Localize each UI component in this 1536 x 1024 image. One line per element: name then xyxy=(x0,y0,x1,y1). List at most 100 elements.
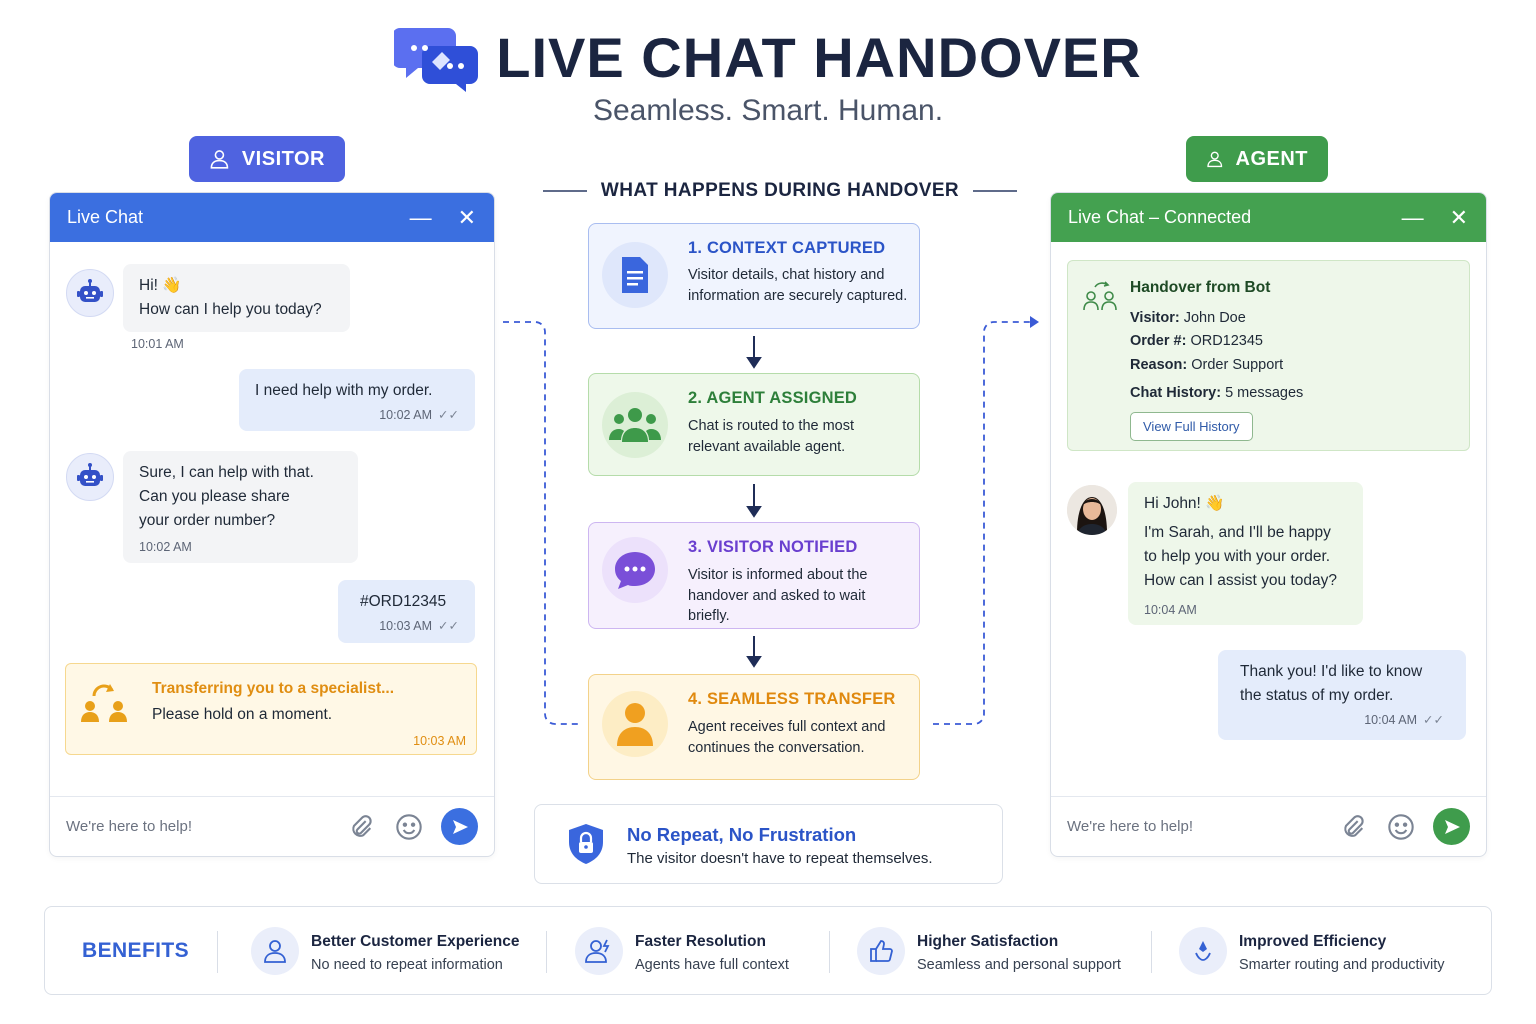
step-icon-container xyxy=(602,691,668,757)
benefit-title: Higher Satisfaction xyxy=(917,933,1059,950)
agent-chat-header: Live Chat – Connected — ✕ xyxy=(1051,193,1486,242)
paperclip-icon[interactable] xyxy=(347,813,375,841)
step-description: Visitor details, chat history and inform… xyxy=(688,267,908,304)
efficiency-icon xyxy=(1195,941,1211,961)
chat-bubble-icon xyxy=(615,552,655,589)
agent-chat-title: Live Chat – Connected xyxy=(1068,207,1252,227)
visitor-message-input[interactable]: We're here to help! xyxy=(66,818,192,835)
transfer-text: Please hold on a moment. xyxy=(152,706,333,723)
agent-input-bar: We're here to help! xyxy=(1051,796,1486,856)
visitor-role-badge: VISITOR xyxy=(189,136,345,182)
agent-avatar xyxy=(1067,485,1117,535)
close-icon[interactable]: ✕ xyxy=(1449,204,1468,230)
user-icon xyxy=(210,150,229,169)
message-time: 10:02 AM xyxy=(379,408,433,422)
user-icon xyxy=(1207,151,1223,168)
agent-message: Hi John! 👋 I'm Sarah, and I'll be happy … xyxy=(1128,482,1363,625)
flow-title-text: WHAT HAPPENS DURING HANDOVER xyxy=(600,180,960,201)
no-repeat-callout: No Repeat, No Frustration The visitor do… xyxy=(534,804,1003,884)
message-line: Hi! 👋 xyxy=(139,277,182,294)
message-line: Sure, I can help with that. xyxy=(139,464,314,481)
user-message: I need help with my order. 10:02 AM✓✓ xyxy=(239,369,475,431)
visitor-chat-window: Live Chat — ✕ Hi! 👋 How can I help you t… xyxy=(49,192,495,857)
message-time: 10:03 AM xyxy=(379,619,433,633)
visitor-chat-header: Live Chat — ✕ xyxy=(50,193,494,242)
team-icon xyxy=(609,408,661,442)
send-icon xyxy=(1444,819,1460,834)
double-check-icon: ✓✓ xyxy=(438,408,459,422)
robot-icon xyxy=(77,279,103,302)
page-subtitle: Seamless. Smart. Human. xyxy=(592,94,944,127)
handover-history: Chat History: 5 messages xyxy=(1130,385,1304,401)
minimize-icon[interactable]: — xyxy=(1401,204,1424,230)
message-time: 10:01 AM xyxy=(131,337,184,351)
handover-title: Handover from Bot xyxy=(1130,279,1271,296)
step-seamless-transfer: 4. SEAMLESS TRANSFER Agent receives full… xyxy=(588,674,920,780)
message-line: How can I help you today? xyxy=(139,301,322,318)
thumbs-up-icon xyxy=(870,940,893,962)
double-check-icon: ✓✓ xyxy=(1423,713,1444,727)
bot-avatar xyxy=(66,453,114,501)
step-title: 2. AGENT ASSIGNED xyxy=(688,389,858,407)
step-title: 3. VISITOR NOTIFIED xyxy=(688,538,858,556)
agent-role-label: AGENT xyxy=(1235,147,1308,170)
person-icon xyxy=(617,703,653,746)
send-icon xyxy=(452,819,468,834)
message-line: the status of my order. xyxy=(1240,687,1394,704)
step-icon-container xyxy=(602,392,668,458)
benefit-icon-container xyxy=(575,927,623,975)
message-time: 10:04 AM xyxy=(1144,603,1197,617)
step-icon-container xyxy=(602,242,668,308)
agent-message-input[interactable]: We're here to help! xyxy=(1067,818,1193,835)
bot-message: Sure, I can help with that. Can you plea… xyxy=(123,451,358,563)
paperclip-icon[interactable] xyxy=(1339,813,1367,841)
visitor-input-bar: We're here to help! xyxy=(50,796,494,856)
dashed-connector-right xyxy=(933,321,1030,725)
message-line: How can I assist you today? xyxy=(1144,572,1337,589)
emoji-icon[interactable] xyxy=(1387,813,1415,841)
visitor-role-label: VISITOR xyxy=(241,147,325,170)
benefit-description: Agents have full context xyxy=(635,957,789,973)
benefit-title: Improved Efficiency xyxy=(1239,933,1387,950)
message-line: your order number? xyxy=(139,512,276,529)
transfer-time: 10:03 AM xyxy=(413,734,466,748)
transfer-title: Transferring you to a specialist... xyxy=(152,680,395,697)
handover-visitor: Visitor: John Doe xyxy=(1130,310,1246,326)
message-line: Hi John! 👋 xyxy=(1144,495,1225,512)
step-visitor-notified: 3. VISITOR NOTIFIED Visitor is informed … xyxy=(588,522,920,629)
benefit-description: Seamless and personal support xyxy=(917,957,1121,973)
user-icon xyxy=(264,940,286,963)
user-message: Thank you! I'd like to know the status o… xyxy=(1218,650,1466,740)
close-icon[interactable]: ✕ xyxy=(457,204,476,230)
step-description: Visitor is informed about the handover a… xyxy=(688,567,868,624)
message-line: Can you please share xyxy=(139,488,290,505)
document-icon xyxy=(622,257,648,293)
user-lightning-icon xyxy=(585,939,610,963)
benefit-title: Better Customer Experience xyxy=(311,933,520,950)
handover-summary-card: Handover from Bot Visitor: John Doe Orde… xyxy=(1067,260,1470,451)
message-line: to help you with your order. xyxy=(1144,548,1331,565)
benefit-icon-container xyxy=(251,927,299,975)
no-repeat-description: The visitor doesn't have to repeat thems… xyxy=(627,850,933,867)
page-title: LIVE CHAT HANDOVER xyxy=(496,25,1142,89)
visitor-chat-title: Live Chat xyxy=(67,207,144,227)
benefit-icon-container xyxy=(1179,927,1227,975)
flow-title: WHAT HAPPENS DURING HANDOVER xyxy=(540,180,1020,202)
view-full-history-button[interactable]: View Full History xyxy=(1130,412,1253,441)
agent-chat-window: Live Chat – Connected — ✕ Handover from … xyxy=(1050,192,1487,857)
minimize-icon[interactable]: — xyxy=(409,204,432,230)
handover-order: Order #: ORD12345 xyxy=(1130,333,1263,349)
benefit-description: Smarter routing and productivity xyxy=(1239,957,1445,973)
handover-people-icon xyxy=(1083,281,1117,311)
message-line: Thank you! I'd like to know xyxy=(1240,663,1423,680)
send-button[interactable] xyxy=(441,808,478,845)
send-button[interactable] xyxy=(1433,808,1470,845)
emoji-icon[interactable] xyxy=(395,813,423,841)
step-icon-container xyxy=(602,537,668,603)
message-text: #ORD12345 xyxy=(360,593,447,610)
step-title: 1. CONTEXT CAPTURED xyxy=(688,239,886,257)
step-agent-assigned: 2. AGENT ASSIGNED Chat is routed to the … xyxy=(588,373,920,476)
handover-reason: Reason: Order Support xyxy=(1130,357,1284,373)
arrowhead-right-icon xyxy=(1030,316,1039,328)
